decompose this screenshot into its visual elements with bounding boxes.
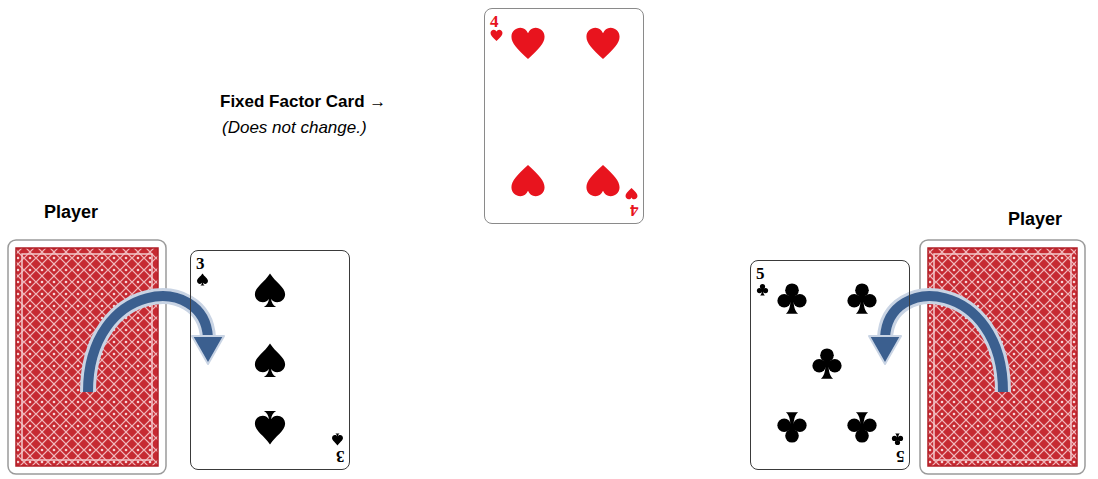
player-label: Player (1008, 209, 1062, 231)
card-rank: 3 (196, 255, 205, 272)
card-rank: 5 (756, 265, 765, 282)
card-rank: 5 (896, 448, 905, 465)
note-text: Fixed Factor Card → (220, 92, 386, 112)
playing-card: 44 (484, 8, 644, 224)
card-rank: 3 (336, 448, 345, 465)
player-label: Player (44, 202, 98, 224)
playing-card: 33 (190, 250, 350, 470)
card-rank: 4 (630, 202, 639, 219)
spade-pips (197, 273, 343, 445)
heart-pips (491, 28, 638, 200)
note-text: (Does not change.) (222, 118, 367, 138)
flip-arrow (88, 296, 224, 392)
club-pips (757, 283, 903, 445)
card-rank: 4 (490, 13, 499, 30)
playing-card: 55 (750, 260, 910, 470)
flip-arrow (869, 296, 1003, 392)
